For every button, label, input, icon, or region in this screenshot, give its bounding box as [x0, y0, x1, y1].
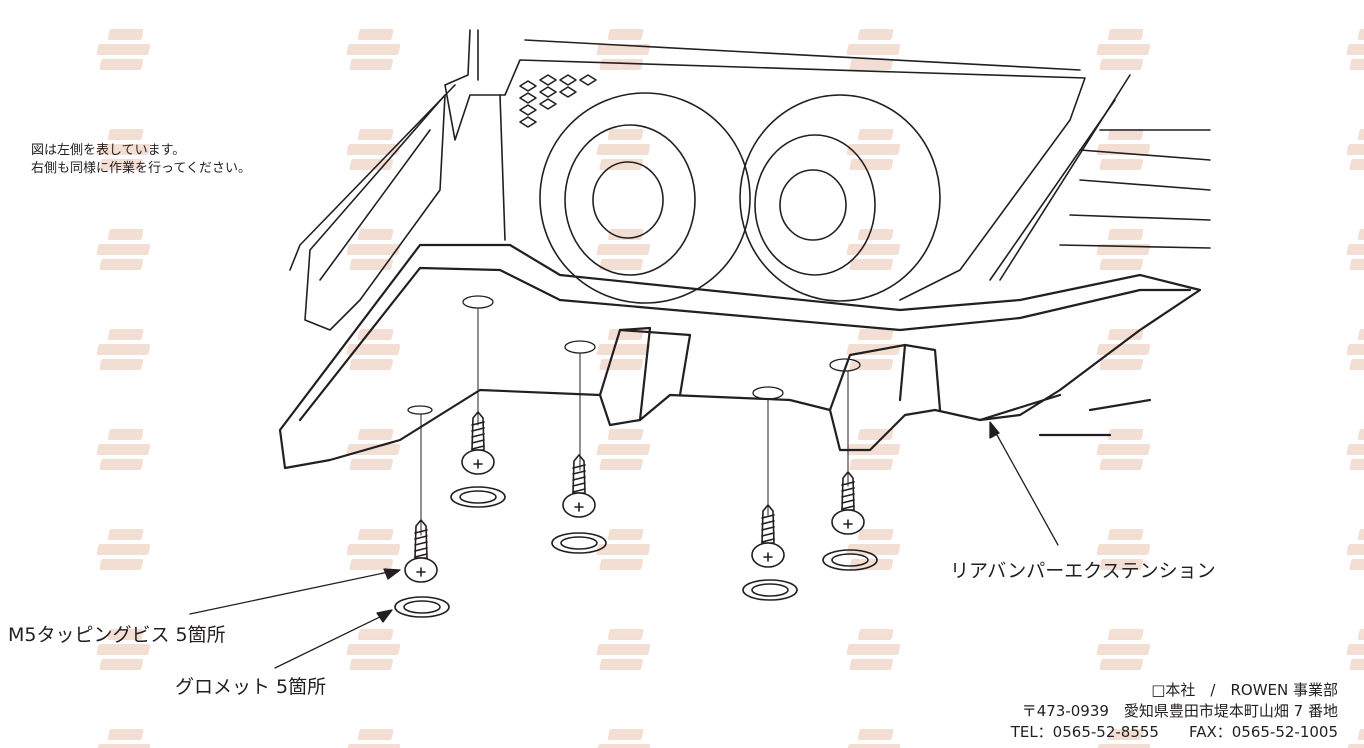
tapping-screw	[404, 519, 438, 583]
part-label: リアバンパーエクステンション	[950, 560, 1216, 582]
grommet-label: グロメット 5箇所	[175, 676, 327, 698]
watermark	[596, 629, 651, 670]
screw-label: M5タッピングビス 5箇所	[8, 624, 226, 646]
watermark	[346, 29, 401, 70]
watermark	[96, 429, 151, 470]
watermark	[96, 229, 151, 270]
tapping-screw	[562, 454, 596, 518]
watermark	[1096, 129, 1151, 170]
tapping-screw	[751, 504, 785, 568]
watermark	[346, 729, 401, 748]
watermark	[1096, 729, 1151, 748]
watermark	[346, 529, 401, 570]
watermark	[1346, 29, 1364, 70]
watermark	[1346, 229, 1364, 270]
watermark	[596, 529, 651, 570]
watermark	[1346, 129, 1364, 170]
guide-lines	[420, 307, 849, 536]
grommet	[551, 532, 607, 554]
watermark	[96, 129, 151, 170]
grommet	[822, 549, 878, 571]
watermark	[96, 329, 151, 370]
watermark	[846, 429, 901, 470]
company-line-2: 〒473-0939 愛知県豊田市堤本町山畑 7 番地	[1021, 702, 1338, 720]
company-info: □本社 / ROWEN 事業部〒473-0939 愛知県豊田市堤本町山畑 7 番…	[1011, 680, 1338, 743]
car-body	[289, 29, 1211, 331]
watermark	[846, 29, 901, 70]
leader-arrows	[189, 421, 1059, 669]
watermark	[96, 729, 151, 748]
rear-bumper-extension	[278, 243, 1202, 470]
watermark	[1096, 529, 1151, 570]
watermark	[846, 729, 901, 748]
watermark	[596, 429, 651, 470]
watermark	[1346, 629, 1364, 670]
watermark	[1096, 29, 1151, 70]
watermark	[1346, 529, 1364, 570]
note-line-1: 図は左側を表しています。	[31, 143, 186, 158]
watermark	[96, 529, 151, 570]
company-line-1: □本社 / ROWEN 事業部	[1151, 681, 1338, 699]
watermark	[846, 529, 901, 570]
watermark	[346, 629, 401, 670]
grommet	[450, 486, 506, 508]
watermark	[1096, 629, 1151, 670]
watermark	[1346, 729, 1364, 748]
grommet	[742, 579, 798, 601]
watermark	[846, 629, 901, 670]
watermark	[1346, 329, 1364, 370]
watermark	[1096, 429, 1151, 470]
watermark	[596, 729, 651, 748]
tapping-screw	[461, 411, 495, 475]
mounting-holes	[407, 295, 861, 415]
note-line-2: 右側も同様に作業を行ってください。	[31, 161, 251, 176]
watermark	[346, 229, 401, 270]
grommet	[394, 596, 450, 618]
watermark	[846, 129, 901, 170]
watermark	[596, 229, 651, 270]
watermark	[96, 629, 151, 670]
watermark	[346, 129, 401, 170]
tapping-screw	[831, 471, 865, 535]
instruction-note: 図は左側を表しています。 右側も同様に作業を行ってください。	[31, 142, 251, 178]
watermark	[1346, 429, 1364, 470]
fasteners	[394, 411, 878, 618]
watermark	[96, 29, 151, 70]
company-line-3: TEL：0565-52-8555 FAX：0565-52-1005	[1010, 723, 1338, 741]
